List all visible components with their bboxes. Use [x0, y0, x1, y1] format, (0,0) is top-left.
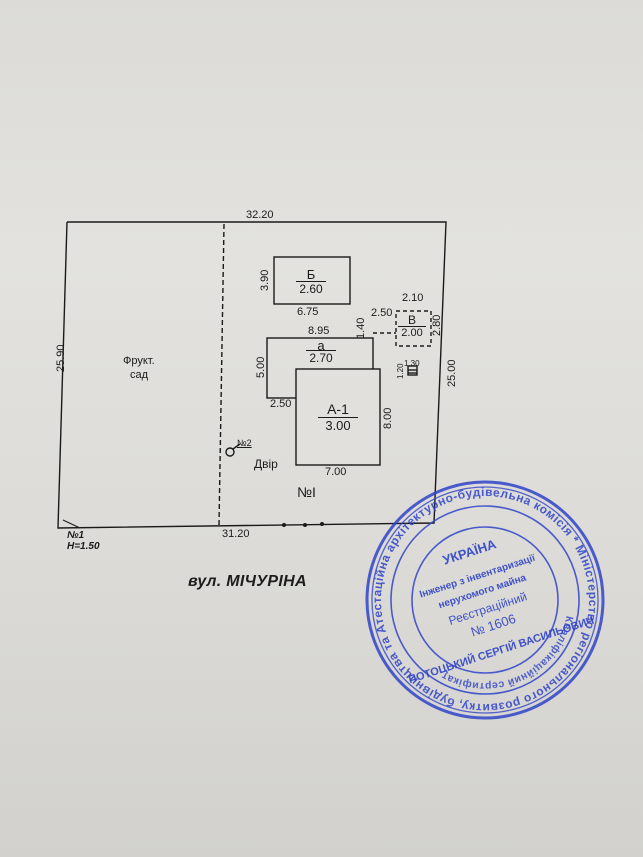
gate-dot	[282, 523, 286, 527]
building-a1-width: 7.00	[325, 466, 347, 478]
building-a1-height: 3.00	[318, 417, 358, 432]
street-name: вул. МІЧУРІНА	[188, 573, 307, 590]
point2-circle	[225, 447, 235, 457]
point1-label: №1	[67, 530, 85, 541]
fence-dashed	[218, 223, 225, 526]
building-b-width: 6.75	[297, 306, 319, 318]
building-v-depth: 2.80	[431, 314, 443, 336]
dim-top: 32.20	[246, 209, 274, 221]
building-v-height: 2.00	[398, 326, 426, 339]
dim-left: 25.90	[55, 344, 67, 372]
height-label: H=1.50	[67, 541, 100, 552]
building-a-small-height: 2.70	[306, 350, 336, 364]
building-v-name: В	[407, 313, 416, 327]
garden-label-line1: Фрукт.	[123, 355, 155, 367]
plot-number: №I	[297, 484, 316, 500]
point2-label: №2	[237, 438, 252, 448]
building-b-name: Б	[306, 267, 316, 282]
building-v-offset-left: 2.50	[371, 307, 393, 319]
building-a-small-depth: 5.00	[255, 356, 267, 378]
official-stamp: Атестаційна архітектурно-будівельна комі…	[355, 470, 615, 730]
building-v-width: 2.10	[402, 292, 424, 304]
well-dim1: 1.30	[404, 359, 420, 368]
well-dim2: 1.20	[396, 363, 405, 379]
building-b-outline	[273, 256, 351, 305]
building-b-depth: 3.90	[259, 269, 271, 291]
building-a1-depth: 8.00	[382, 407, 394, 429]
building-b-height: 2.60	[296, 281, 326, 295]
building-v-outline	[395, 310, 432, 347]
gate-dot	[303, 523, 307, 527]
stamp-country: УКРАЇНА	[441, 536, 499, 568]
building-v-offset-down: 1.40	[355, 317, 367, 339]
plot-boundary	[57, 221, 447, 529]
building-a1-name: А-1	[327, 401, 349, 417]
dim-bottom: 31.20	[222, 528, 250, 540]
building-a-small-side: 2.50	[270, 398, 292, 410]
yard-label: Двір	[254, 457, 278, 471]
building-a-small-width: 8.95	[308, 325, 330, 337]
garden-label-line2: сад	[130, 369, 149, 381]
dim-right: 25.00	[446, 359, 458, 387]
building-a-small-name: а	[317, 338, 325, 353]
gate-dot	[320, 522, 324, 526]
